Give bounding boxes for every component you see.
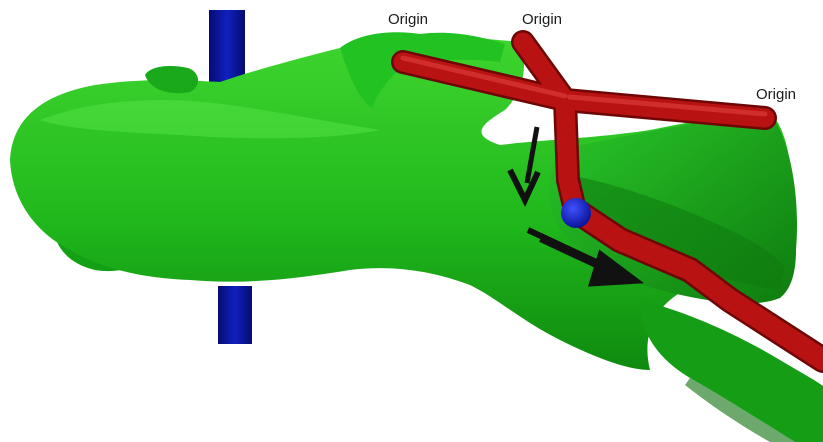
bone-model (10, 32, 823, 442)
joint-center-sphere (561, 198, 591, 228)
origin-label-2: Origin (522, 12, 562, 27)
bone-shaft (640, 300, 823, 442)
origin-label-3: Origin (756, 87, 796, 102)
joint-axis-lower (218, 286, 252, 344)
origin-label-1: Origin (388, 12, 428, 27)
